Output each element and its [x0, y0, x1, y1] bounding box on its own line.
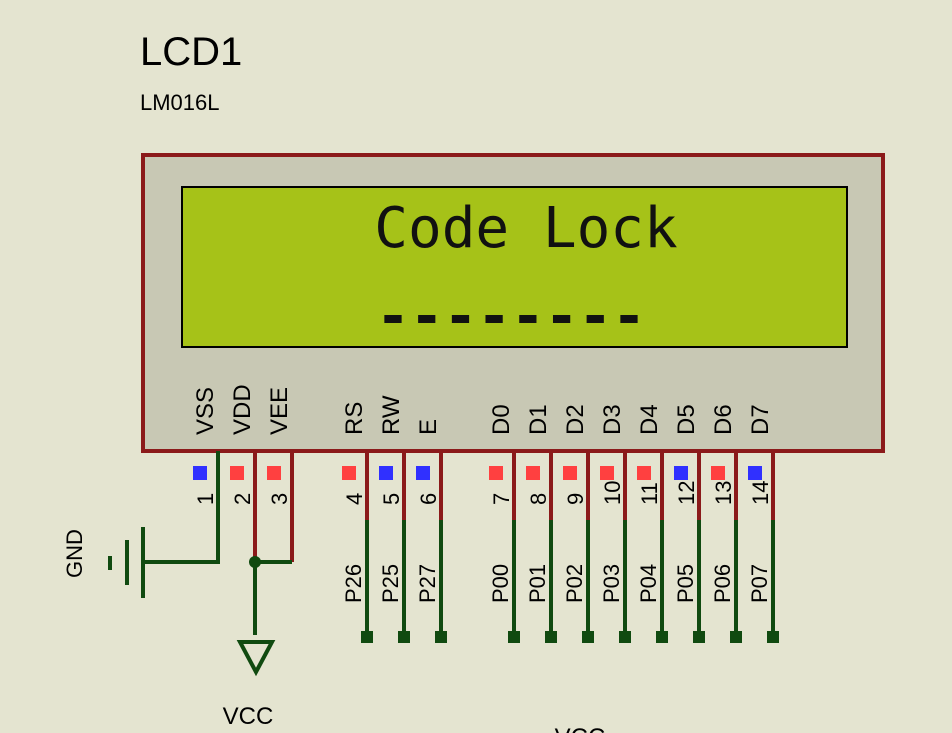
logic-state-indicator — [711, 466, 725, 480]
vcc-wire — [253, 560, 292, 635]
vcc-label: VCC — [223, 703, 274, 730]
pin-name-label: VDD — [229, 384, 256, 435]
net-terminal[interactable] — [619, 631, 631, 643]
pin-number-label: 7 — [489, 493, 514, 505]
net-label: P25 — [378, 564, 403, 603]
logic-state-indicator — [748, 466, 762, 480]
net-terminal[interactable] — [767, 631, 779, 643]
net-label: P26 — [341, 564, 366, 603]
net-terminal[interactable] — [435, 631, 447, 643]
pin-name-label: D3 — [599, 404, 626, 435]
logic-state-indicator — [526, 466, 540, 480]
pin-name-label: D1 — [525, 404, 552, 435]
junction-dot — [249, 556, 261, 568]
net-terminal[interactable] — [693, 631, 705, 643]
logic-state-indicator — [416, 466, 430, 480]
net-label: P06 — [710, 564, 735, 603]
logic-state-indicator — [230, 466, 244, 480]
logic-state-indicator — [267, 466, 281, 480]
component-model: LM016L — [140, 90, 220, 115]
pin-name-label: RW — [378, 395, 405, 435]
gnd-label: GND — [62, 529, 87, 578]
net-terminal[interactable] — [730, 631, 742, 643]
logic-state-indicator — [600, 466, 614, 480]
pin-name-label: D6 — [710, 404, 737, 435]
logic-state-indicator — [342, 466, 356, 480]
pin-number-label: 1 — [193, 493, 218, 505]
logic-state-indicator — [379, 466, 393, 480]
pin-name-label: D7 — [747, 404, 774, 435]
component-ref: LCD1 — [140, 30, 242, 74]
logic-state-indicator — [563, 466, 577, 480]
net-label: P27 — [415, 564, 440, 603]
pin-1[interactable]: VSS 1 — [192, 387, 220, 562]
pin-number-label: 6 — [416, 493, 441, 505]
net-label: P05 — [673, 564, 698, 603]
net-label: P01 — [525, 564, 550, 603]
logic-state-indicator — [489, 466, 503, 480]
logic-state-indicator — [674, 466, 688, 480]
net-terminal[interactable] — [582, 631, 594, 643]
logic-state-indicator — [637, 466, 651, 480]
pin-name-label: D0 — [488, 404, 515, 435]
net-label: P04 — [636, 564, 661, 603]
pin-name-label: D4 — [636, 404, 663, 435]
pin-name-label: E — [415, 419, 442, 435]
pin-number-label: 8 — [526, 493, 551, 505]
net-terminal[interactable] — [508, 631, 520, 643]
net-label: P00 — [488, 564, 513, 603]
net-terminal[interactable] — [398, 631, 410, 643]
pin-name-label: D2 — [562, 404, 589, 435]
pin-number-label: 12 — [674, 481, 699, 505]
pin-name-label: VEE — [266, 387, 293, 435]
logic-state-indicator — [193, 466, 207, 480]
lcd-screen — [181, 186, 848, 348]
ground-symbol-icon — [108, 451, 220, 598]
net-terminal[interactable] — [545, 631, 557, 643]
pin-number-label: 2 — [230, 493, 255, 505]
pin-number-label: 14 — [748, 481, 773, 505]
pin-number-label: 5 — [379, 493, 404, 505]
pin-name-label: D5 — [673, 404, 700, 435]
pin-number-label: 11 — [637, 482, 662, 505]
pin-name-label: VSS — [192, 387, 219, 435]
pin-3[interactable]: VEE 3 — [266, 387, 294, 562]
pin-number-label: 13 — [711, 481, 736, 505]
pin-number-label: 3 — [267, 493, 292, 505]
pin-number-label: 10 — [600, 481, 625, 505]
net-label: P03 — [599, 564, 624, 603]
power-layer: GND VCC VCC — [62, 451, 605, 733]
lcd-line-1: Code Lock — [374, 196, 677, 261]
net-label: P02 — [562, 564, 587, 603]
pin-name-label: RS — [341, 402, 368, 435]
pin-number-label: 9 — [563, 493, 588, 505]
net-terminal[interactable] — [361, 631, 373, 643]
vcc-label-2: VCC — [555, 724, 606, 733]
pin-2[interactable]: VDD 2 — [229, 384, 257, 562]
vcc-arrow-icon — [236, 640, 276, 677]
lcd-line-2: -------- — [376, 284, 646, 349]
net-terminal[interactable] — [656, 631, 668, 643]
pin-number-label: 4 — [342, 493, 367, 505]
net-label: P07 — [747, 564, 772, 603]
